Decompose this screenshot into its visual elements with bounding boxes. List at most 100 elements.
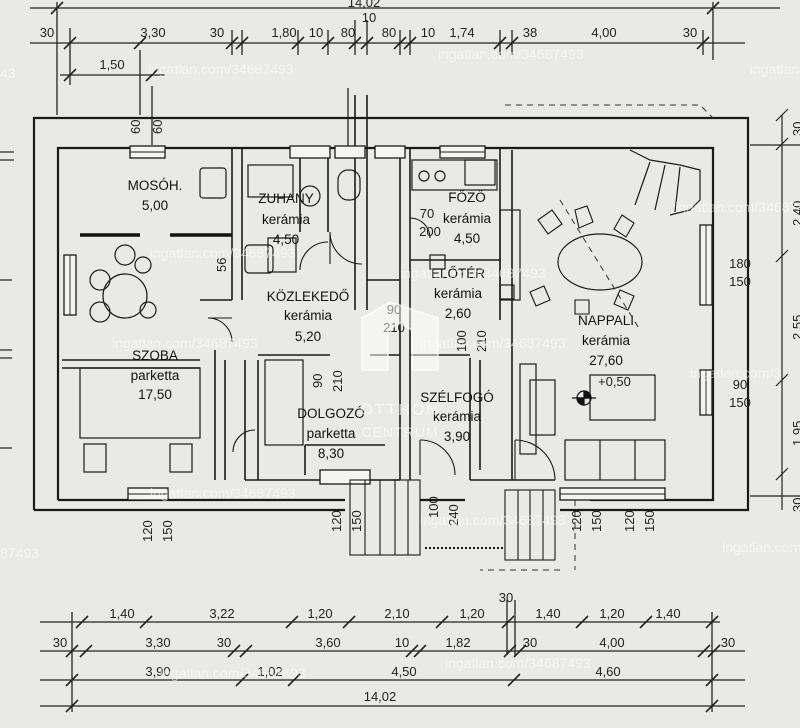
watermark-text: 43 [0, 65, 16, 81]
brand-name-bottom: CENTRUM [362, 424, 439, 440]
dim-bottom-r1-2: 3,22 [209, 606, 234, 621]
dim-bottom-r2-6: 1,82 [445, 635, 470, 650]
window-180-150-width: 180 [729, 256, 751, 271]
room-dolgozo-name: DOLGOZÓ [297, 406, 365, 421]
window-120-150-c-height: 150 [589, 510, 604, 532]
room-moso-name: MOSÓH. [128, 178, 183, 193]
watermark-text: ingatlan.com/34687493 [112, 335, 258, 351]
window-120-150-b-height: 150 [349, 510, 364, 532]
room-nappali-name: NAPPALI [578, 313, 634, 328]
right-dimension-lines [750, 108, 800, 510]
dashed-lines [480, 104, 714, 571]
level-symbol [572, 390, 596, 406]
door-100-210-width: 100 [454, 330, 469, 352]
dim-top-12: 4,00 [591, 25, 616, 40]
room-eloter-area: 2,60 [445, 306, 471, 321]
exterior-walls [32, 116, 750, 512]
door-70-200-width: 70 [420, 206, 434, 221]
dim-bottom-r2-5: 10 [395, 635, 409, 650]
dim-bottom-r3-2: 1,02 [257, 664, 282, 679]
fixtures [79, 149, 701, 481]
window-100-240-width: 100 [426, 496, 441, 518]
watermark-text: ingatlan.com/34687493 [438, 46, 584, 62]
room-szelfogo-finish: kerámia [433, 409, 482, 424]
dim-top-10: 1,74 [449, 25, 474, 40]
room-zuhany-name: ZUHANY [258, 191, 314, 206]
window-180-150-height: 150 [729, 274, 751, 289]
brand-logo: OTTHON CENTRUM [360, 300, 439, 440]
dim-top-8: 80 [382, 25, 396, 40]
room-zuhany-area: 4,50 [273, 232, 299, 247]
floor-level-label: +0,50 [598, 374, 631, 389]
left-margin-marks [0, 151, 14, 449]
door-100-210-height: 210 [474, 330, 489, 352]
room-fozo-finish: kerámia [443, 211, 492, 226]
watermark-text: ingatlan.com [722, 539, 800, 555]
room-kozleked-area: 5,20 [295, 329, 321, 344]
dim-bottom-r2-9: 30 [721, 635, 735, 650]
dim-bottom-r3-4: 4,60 [595, 664, 620, 679]
entrance-steps [349, 479, 556, 561]
window-120-150-a-height: 150 [160, 520, 175, 542]
watermark-text: ingatlan.com/34687493 [148, 61, 294, 77]
dim-bottom-r2-3: 30 [217, 635, 231, 650]
room-szoba-finish: parketta [131, 368, 180, 383]
room-dolgozo-finish: parketta [307, 426, 356, 441]
dim-left-window-b: 60 [150, 120, 165, 134]
dim-top-9: 10 [421, 25, 435, 40]
dim-bottom-r1-6: 1,40 [535, 606, 560, 621]
dim-bottom-r1-7: 1,20 [599, 606, 624, 621]
bottom-dimension-ticks [65, 615, 721, 713]
room-nappali-finish: kerámia [582, 333, 631, 348]
dim-top-5: 10 [309, 25, 323, 40]
window-120-150-d-height: 150 [642, 510, 657, 532]
opening-labels: 70 200 90 210 100 210 90 210 180 150 90 … [140, 206, 751, 542]
dim-bottom-r1-4: 2,10 [384, 606, 409, 621]
top-dimension-ticks [50, 1, 720, 82]
window-120-150-b-width: 120 [329, 510, 344, 532]
room-eloter-finish: kerámia [434, 286, 483, 301]
room-szoba-area: 17,50 [138, 387, 172, 402]
dim-bottom-r1-1: 1,40 [109, 606, 134, 621]
room-nappali-area: 27,60 [589, 353, 623, 368]
door-90-210-b-height: 210 [330, 370, 345, 392]
top-dimension-labels: 14,02 30 3,30 30 1,80 10 80 10 80 10 1,7… [40, 0, 697, 134]
watermark-text: ingatlan.com/34687493 [420, 512, 566, 528]
door-70-200-height: 200 [419, 224, 441, 239]
dim-bottom-r2-2: 3,30 [145, 635, 170, 650]
watermark-text: ingatlan.com/34687493 [160, 665, 306, 681]
watermark-text: ingatlan.com/34687493 [150, 485, 296, 501]
dim-top-2: 3,30 [140, 25, 165, 40]
dim-bottom-r2-4: 3,60 [315, 635, 340, 650]
dim-bottom-overall: 14,02 [364, 689, 397, 704]
room-szelfogo-area: 3,90 [444, 429, 470, 444]
room-kozleked-name: KÖZLEKEDŐ [267, 289, 350, 304]
watermark-layer: ingatlan.com/34687493 ingatlan.com/34687… [0, 46, 800, 681]
dim-bottom-r1-extra: 30 [499, 590, 513, 605]
dim-right-2: 2,40 [790, 201, 800, 226]
room-eloter-name: ELŐTÉR [431, 266, 485, 281]
room-labels: MOSÓH. 5,00 ZUHANY kerámia 4,50 FŐZŐ ker… [128, 178, 634, 461]
dim-bottom-r3-1: 3,90 [145, 664, 170, 679]
dim-right-4: 1,95 [790, 421, 800, 446]
room-zuhany-finish: kerámia [262, 212, 311, 227]
dim-top-1: 30 [40, 25, 54, 40]
dim-bottom-r1-8: 1,40 [655, 606, 680, 621]
dim-right-1: 30 [790, 122, 800, 136]
watermark-text: ingatlan.com/34687493 [445, 655, 591, 671]
window-120-150-a-width: 120 [140, 520, 155, 542]
bottom-dimension-labels: 1,40 3,22 1,20 2,10 1,20 1,40 1,20 1,40 … [53, 590, 735, 704]
window-glass-lines [69, 151, 707, 495]
window-90-150-height: 150 [729, 395, 751, 410]
dim-top-3: 30 [210, 25, 224, 40]
dim-right-3: 2,55 [790, 315, 800, 340]
window-100-240-height: 240 [446, 504, 461, 526]
watermark-text: 87493 [0, 545, 39, 561]
small-opening-56: 56 [214, 258, 229, 272]
door-swings [207, 217, 556, 481]
room-szoba-name: SZOBA [132, 348, 178, 363]
bottom-dimension-lines [40, 600, 745, 712]
right-dimension-labels: 30 2,40 2,55 1,95 30 [790, 122, 800, 512]
watermark-text: ingatlan.com/34687493 [400, 265, 546, 281]
